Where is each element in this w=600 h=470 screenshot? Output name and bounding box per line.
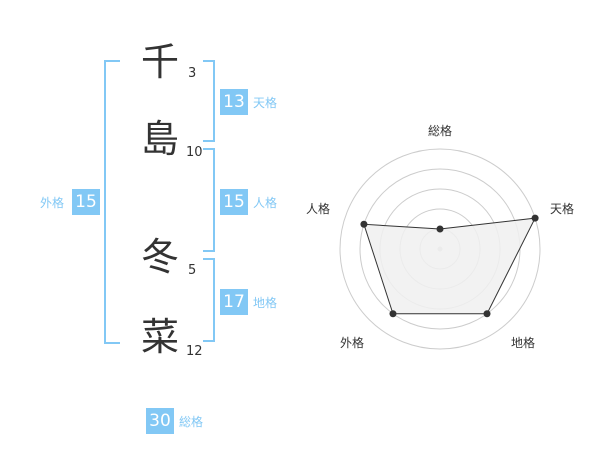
stroke-count-1: 3 [188,66,197,81]
jinkaku-bracket [203,148,215,252]
radar-point-4 [360,220,368,228]
gaikaku-label: 外格 [40,196,65,210]
soukaku-label: 総格 [179,415,204,429]
tenkaku-value: 13 [220,89,248,115]
stroke-count-2: 10 [186,145,203,160]
name-char-4: 菜 [140,315,179,359]
gaikaku-value: 15 [72,189,100,215]
tenkaku-bracket [203,60,215,142]
radar-label-chikaku: 地格 [511,336,536,350]
jinkaku-label: 人格 [253,196,278,210]
stroke-count-3: 5 [188,263,197,278]
radar-series-polygon [363,217,536,315]
chikaku-label: 地格 [253,296,278,310]
soukaku-value: 30 [146,408,174,434]
gaikaku-bracket [104,60,120,344]
chikaku-value: 17 [220,289,248,315]
tenkaku-label: 天格 [253,96,278,110]
radar-grid-ring [339,148,541,350]
jinkaku-value: 15 [220,189,248,215]
radar-point-1 [531,214,539,222]
stroke-count-4: 12 [186,344,203,359]
name-char-1: 千 [140,40,179,84]
radar-point-3 [389,310,397,318]
name-char-3: 冬 [140,235,179,279]
chikaku-bracket [203,258,215,342]
radar-point-2 [483,310,491,318]
radar-point-0 [436,225,444,233]
radar-label-soukaku: 総格 [428,124,453,138]
name-char-2: 島 [140,117,179,161]
radar-label-jinkaku: 人格 [306,202,331,216]
radar-label-tenkaku: 天格 [550,202,575,216]
radar-label-gaikaku: 外格 [340,336,365,350]
